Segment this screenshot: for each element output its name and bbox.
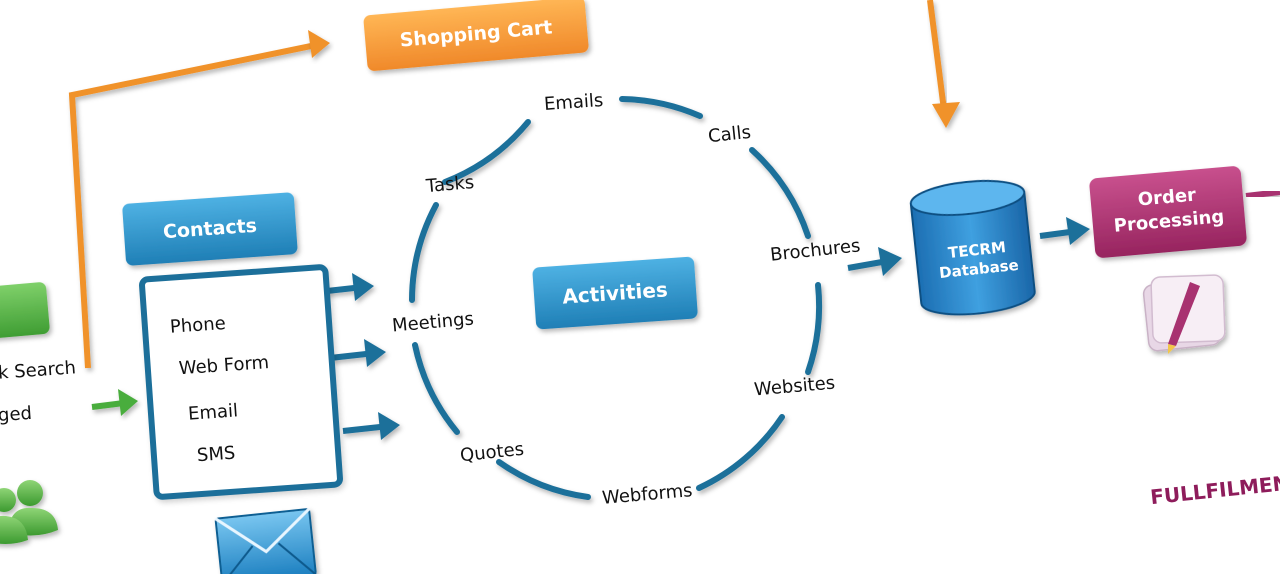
activities-badge-shape xyxy=(532,256,698,330)
orange-connector-cart xyxy=(68,42,317,369)
shopping-cart-badge-shape xyxy=(363,0,589,71)
envelope-icon xyxy=(214,507,317,574)
document-pen-icon xyxy=(1142,274,1226,354)
orange-connector-db xyxy=(927,0,947,111)
contact-item-sms: SMS xyxy=(196,442,237,467)
contact-item-web-form: Web Form xyxy=(178,352,270,380)
cycle-label-calls: Calls xyxy=(707,121,752,148)
activity-cycle xyxy=(409,96,823,500)
partial-label-ged: ged xyxy=(0,402,33,427)
contacts-badge-shape xyxy=(122,192,298,266)
order-processing-badge-shape xyxy=(1089,166,1247,258)
database-cylinder xyxy=(909,179,1036,316)
cycle-label-emails: Emails xyxy=(543,89,604,116)
contact-item-email: Email xyxy=(187,400,239,425)
contact-item-phone: Phone xyxy=(169,312,227,338)
green-arrow xyxy=(91,389,138,416)
cycle-label-tasks: Tasks xyxy=(425,171,476,198)
contacts-list-box: Phone Web Form Email SMS xyxy=(138,263,344,501)
magenta-connector xyxy=(1245,189,1280,199)
arrow-to-order xyxy=(1039,217,1090,245)
contact-arrows xyxy=(317,273,400,440)
people-icon xyxy=(0,480,58,544)
orange-arrowhead-db xyxy=(932,102,960,128)
green-badge-shape xyxy=(0,282,50,341)
arrow-to-database xyxy=(847,247,902,276)
orange-arrowhead-cart xyxy=(308,30,330,58)
